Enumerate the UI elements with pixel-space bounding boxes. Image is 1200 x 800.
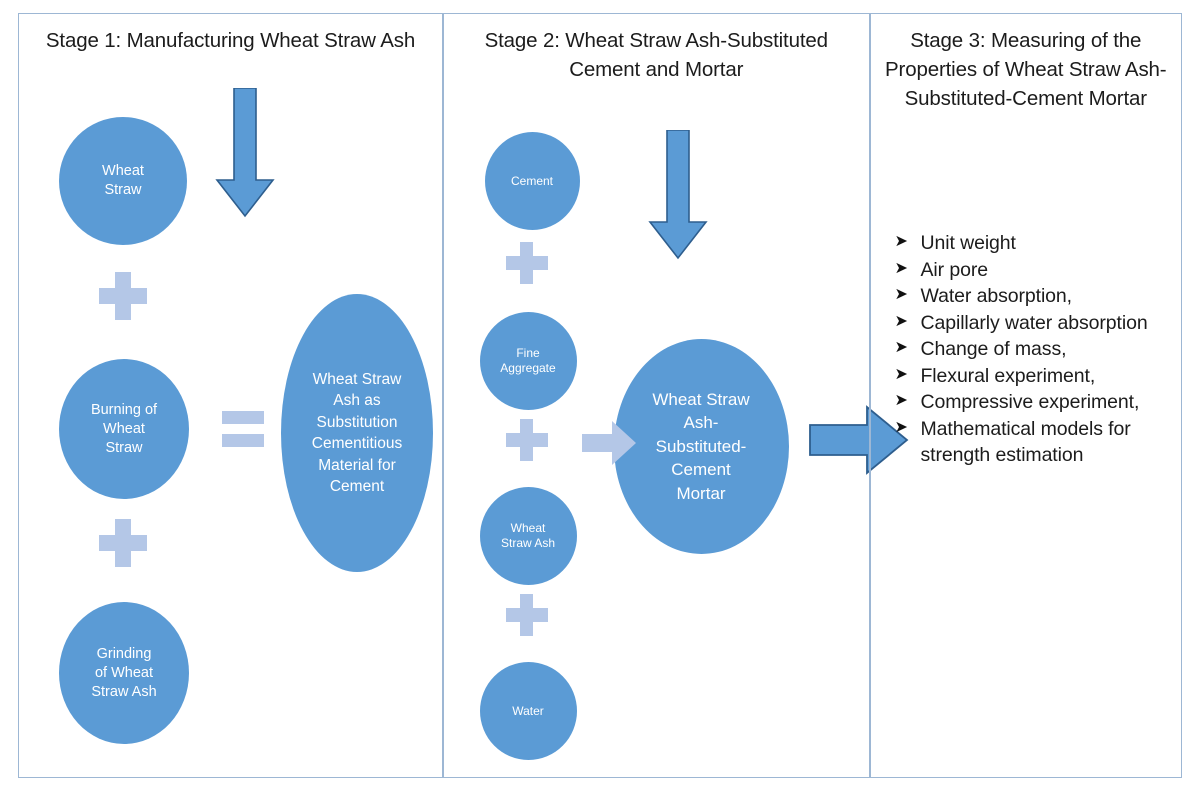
stage-3-column: Stage 3: Measuring of the Properties of … xyxy=(871,14,1182,777)
list-item-label: Compressive experiment, xyxy=(920,391,1140,413)
arrow-bullet-icon: ➤ xyxy=(894,286,908,303)
equals-icon xyxy=(222,408,264,450)
plus-icon xyxy=(505,242,548,284)
list-item: ➤ Unit weight xyxy=(893,230,1174,257)
node-water: Water xyxy=(479,662,577,760)
column-divider xyxy=(869,14,871,777)
stage-1-title: Stage 1: Manufacturing Wheat Straw Ash xyxy=(45,29,416,52)
list-item-label: Water absorption, xyxy=(920,285,1073,307)
list-item-label: Air pore xyxy=(920,258,989,281)
properties-list: ➤ Unit weight ➤ Air pore ➤ Water absorption… xyxy=(893,230,1174,469)
list-item: ➤ Mathematical models for strength estima… xyxy=(893,416,1174,469)
list-item-label: Unit weight xyxy=(920,232,1016,254)
arrow-right-icon xyxy=(582,421,636,465)
arrow-right-icon xyxy=(809,405,909,475)
list-item-label: Capillarly water absorption xyxy=(920,311,1148,334)
node-water-label: Water xyxy=(512,703,544,718)
plus-icon xyxy=(99,519,147,567)
list-item: ➤ Capillarly water absorption xyxy=(893,310,1174,337)
arrow-bullet-icon: ➤ xyxy=(894,365,908,383)
list-item-label: Flexural experiment, xyxy=(920,364,1096,387)
arrow-down-icon xyxy=(647,130,708,260)
plus-icon xyxy=(99,272,147,320)
list-item-label: Change of mass, xyxy=(920,338,1067,360)
list-item: ➤ Air pore xyxy=(893,257,1174,284)
arrow-bullet-icon: ➤ xyxy=(894,312,908,330)
stage-2-title: Stage 2: Wheat Straw Ash-Substituted Cem… xyxy=(484,29,828,81)
column-divider xyxy=(442,14,444,777)
list-item: ➤ Water absorption, xyxy=(893,283,1174,310)
list-item: ➤ Change of mass, xyxy=(893,336,1174,363)
arrow-bullet-icon: ➤ xyxy=(894,418,908,436)
plus-icon xyxy=(505,419,548,461)
stage-2-column: Stage 2: Wheat Straw Ash-Substituted Cem… xyxy=(444,14,870,777)
arrow-bullet-icon: ➤ xyxy=(894,392,908,409)
stage-1-column: Stage 1: Manufacturing Wheat Straw Ash W… xyxy=(19,14,442,777)
plus-icon xyxy=(505,594,548,636)
list-item-label: Mathematical models for strength estimat… xyxy=(920,417,1131,467)
arrow-bullet-icon: ➤ xyxy=(894,339,908,356)
arrow-down-icon xyxy=(215,88,275,218)
list-item: ➤ Flexural experiment, xyxy=(893,363,1174,390)
arrow-bullet-icon: ➤ xyxy=(894,259,908,277)
node-cement: Cement xyxy=(484,132,580,230)
list-item: ➤ Compressive experiment, xyxy=(893,389,1174,416)
stage-3-title: Stage 3: Measuring of the Properties of … xyxy=(885,29,1167,110)
arrow-bullet-icon: ➤ xyxy=(894,233,908,250)
node-cement-label: Cement xyxy=(510,173,554,188)
diagram-frame: Stage 1: Manufacturing Wheat Straw Ash W… xyxy=(18,13,1182,778)
